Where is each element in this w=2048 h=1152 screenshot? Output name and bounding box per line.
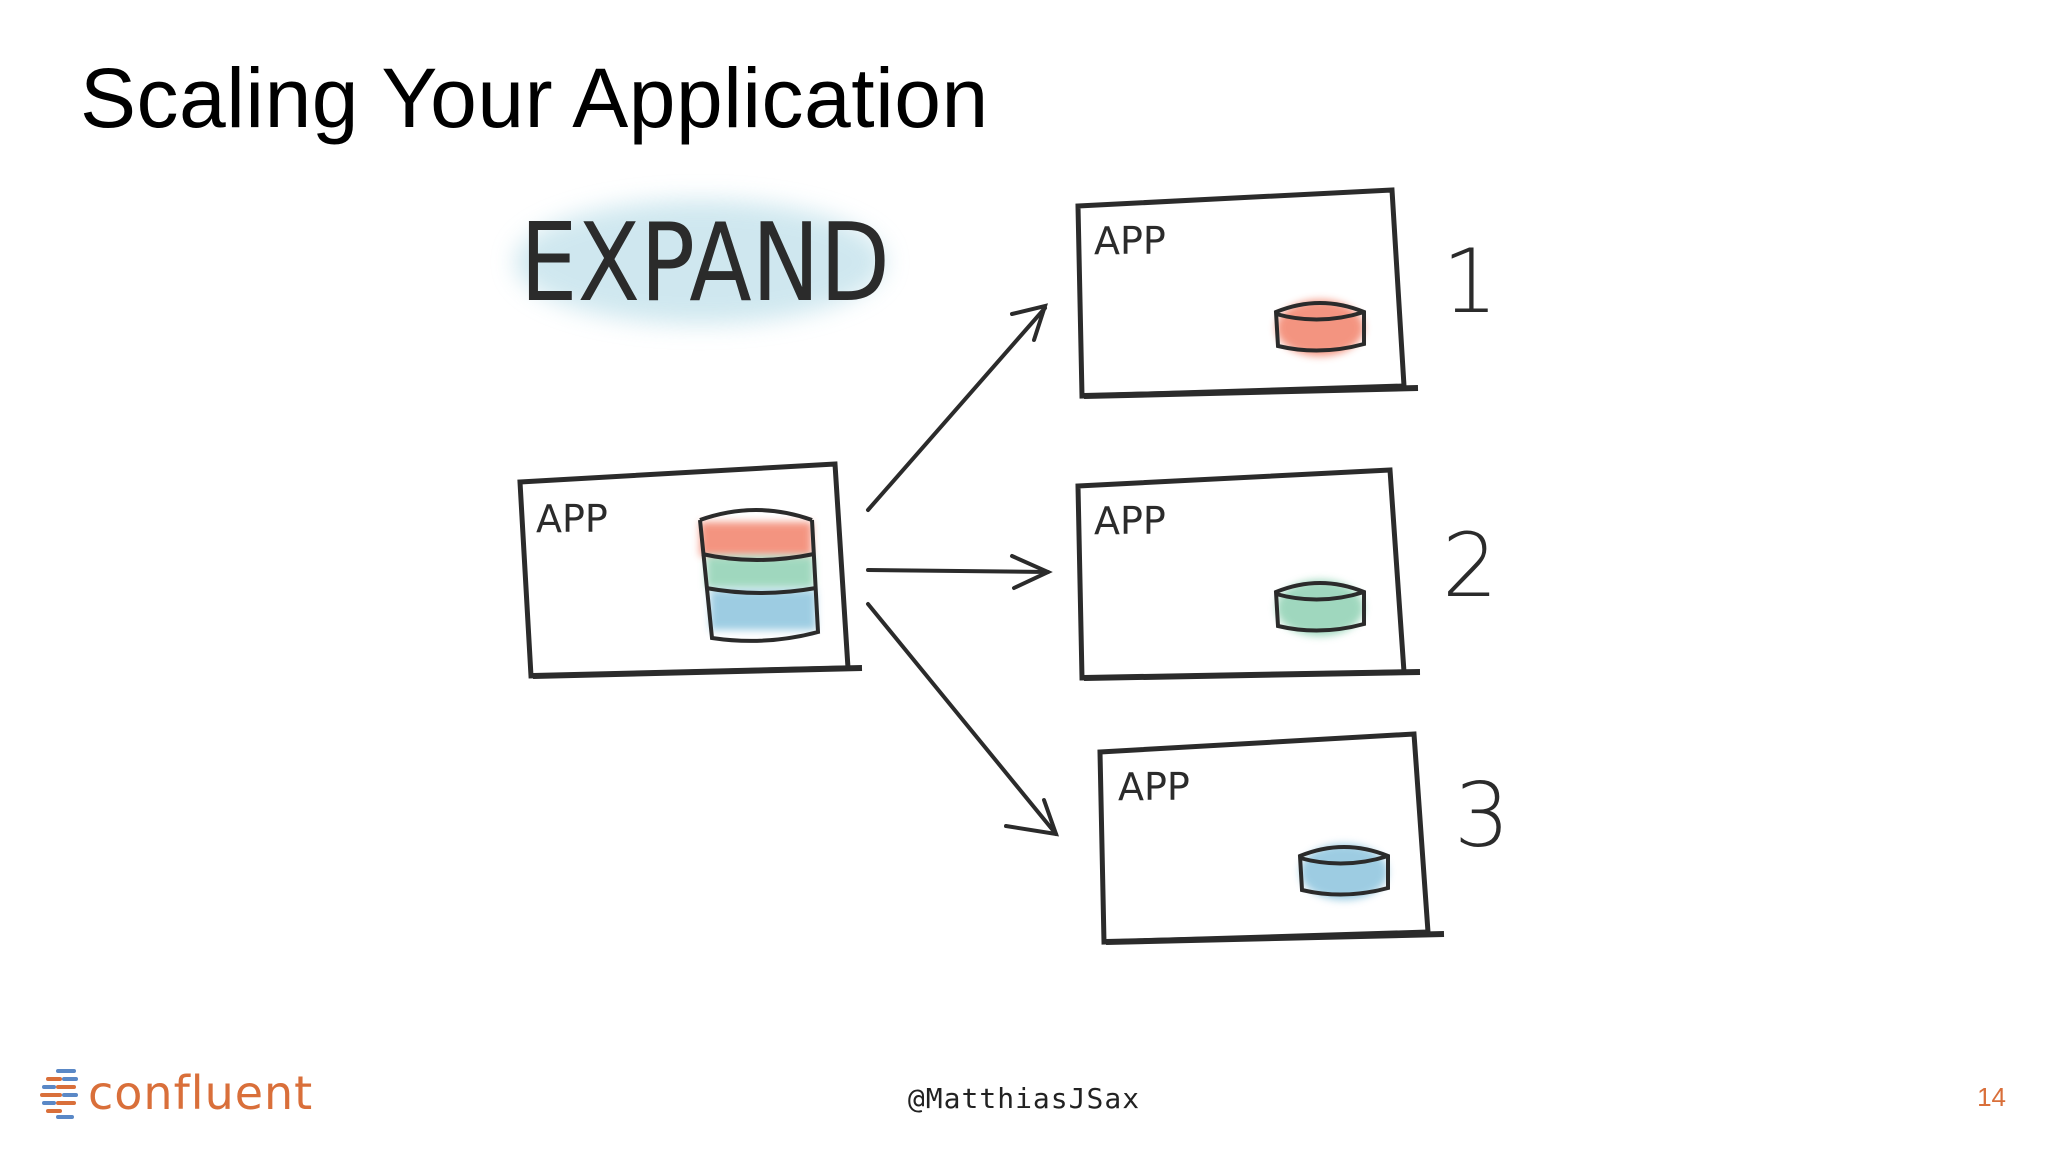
instance-2-app-label: APP	[1094, 499, 1166, 543]
page-number: 14	[1977, 1082, 2006, 1113]
twitter-handle: @MatthiasJSax	[0, 1082, 2048, 1115]
store-icon-green	[1276, 580, 1364, 636]
app-instance-3: APP 3	[1100, 734, 1510, 942]
expand-arrows	[868, 306, 1056, 834]
app-instance-2: APP 2	[1078, 470, 1498, 678]
instance-1-number: 1	[1442, 230, 1498, 333]
source-app-box: APP	[520, 464, 862, 676]
arrow-to-instance-1	[868, 308, 1045, 510]
arrow-to-instance-2	[868, 570, 1048, 572]
store-icon-red	[1276, 300, 1364, 356]
source-app-label: APP	[536, 497, 608, 541]
arrow-to-instance-3	[868, 604, 1056, 834]
instance-3-number: 3	[1454, 764, 1510, 867]
instance-3-app-label: APP	[1118, 765, 1190, 809]
partitioned-store-icon	[700, 510, 818, 641]
store-icon-blue	[1300, 844, 1388, 900]
app-instance-1: APP 1	[1078, 190, 1498, 396]
instance-2-number: 2	[1442, 514, 1498, 617]
expand-banner: EXPAND	[515, 200, 890, 326]
expand-label: EXPAND	[520, 201, 890, 326]
instance-1-app-label: APP	[1094, 219, 1166, 263]
